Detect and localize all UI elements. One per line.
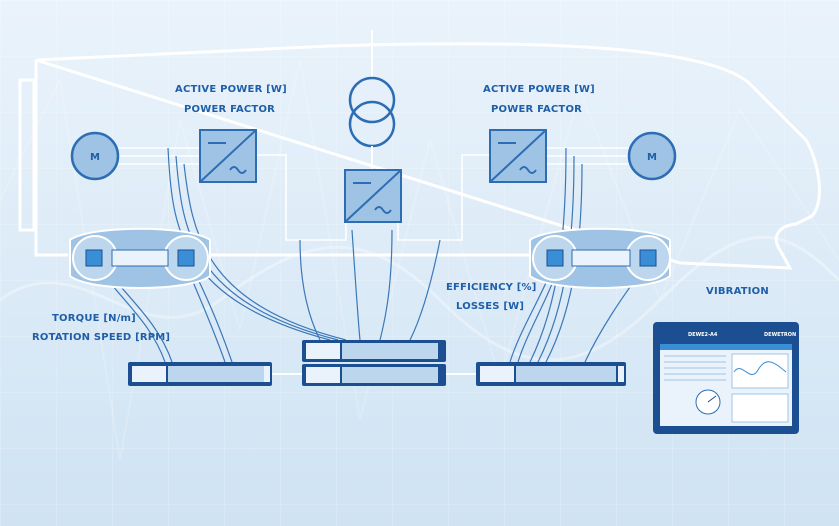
torque-label: TORQUE [N/m] bbox=[52, 313, 136, 324]
vibration-label: VIBRATION bbox=[706, 286, 769, 297]
left-motor-icon: M bbox=[70, 131, 120, 181]
analyzer-icon: DEWE2-A4 DEWETRON bbox=[653, 322, 799, 434]
right-active-power-label: ACTIVE POWER [W] bbox=[483, 84, 595, 95]
daq-module-left bbox=[128, 362, 272, 386]
right-motor-label: M bbox=[647, 152, 657, 163]
right-power-factor-label: POWER FACTOR bbox=[491, 104, 583, 115]
inverter-icon bbox=[344, 169, 402, 223]
transformer-icon bbox=[348, 30, 396, 170]
efficiency-label: EFFICIENCY [%] bbox=[446, 282, 537, 293]
daq-module-center-bottom bbox=[302, 364, 446, 386]
background-wave bbox=[0, 235, 839, 362]
daq-module-right bbox=[476, 362, 626, 386]
analyzer-model: DEWE2-A4 bbox=[688, 332, 718, 338]
background-wave bbox=[0, 59, 839, 461]
bogie-icon bbox=[529, 227, 671, 289]
losses-label: LOSSES [W] bbox=[456, 301, 525, 312]
left-active-power-label: ACTIVE POWER [W] bbox=[175, 84, 287, 95]
power-wiring bbox=[118, 147, 630, 241]
inverter-icon bbox=[199, 129, 257, 183]
left-motor-label: M bbox=[90, 152, 100, 163]
bogie-icon bbox=[69, 227, 211, 289]
right-motor-icon: M bbox=[627, 131, 677, 181]
left-power-factor-label: POWER FACTOR bbox=[184, 104, 276, 115]
rotation-speed-label: ROTATION SPEED [RPM] bbox=[32, 332, 171, 343]
inverter-icon bbox=[489, 129, 547, 183]
daq-module-center-top bbox=[302, 340, 446, 362]
analyzer-brand: DEWETRON bbox=[764, 332, 796, 338]
